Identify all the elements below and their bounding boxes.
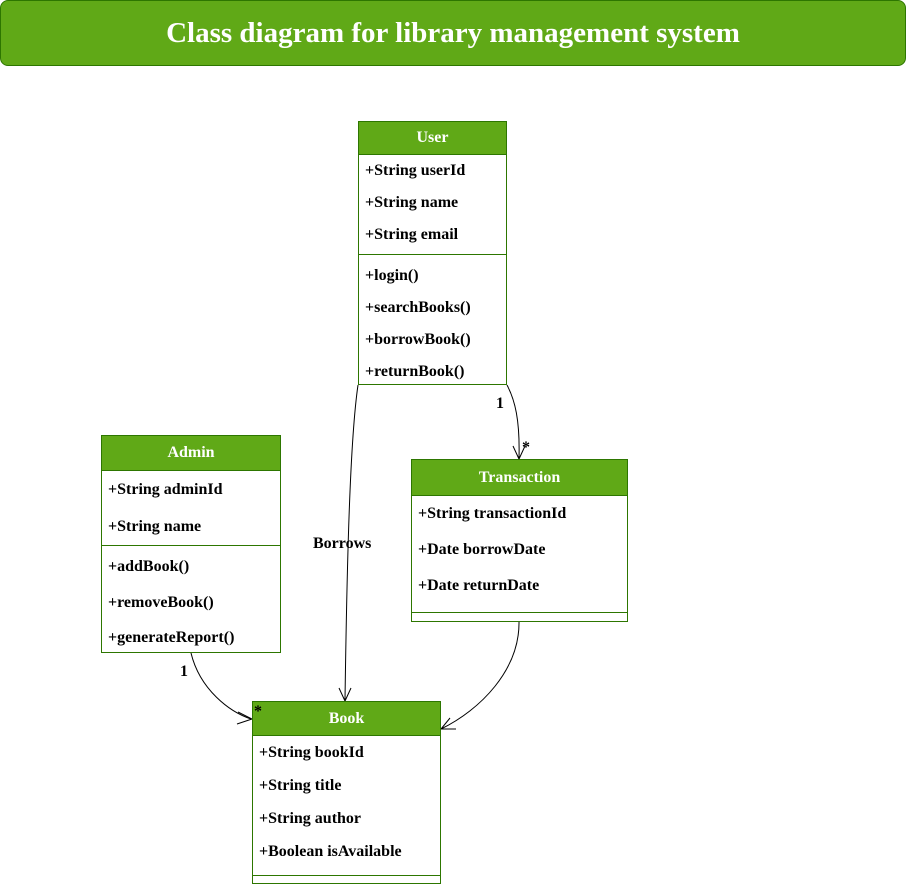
class-admin-methods: +addBook() +removeBook() +generateReport… (102, 545, 280, 655)
method-row: +removeBook() (108, 593, 214, 611)
diagram-title: Class diagram for library management sys… (166, 16, 740, 49)
method-row: +login() (365, 267, 419, 284)
class-admin[interactable]: Admin +String adminId +String name +addB… (101, 435, 281, 653)
class-transaction-methods (412, 612, 627, 621)
diagram-title-bar: Class diagram for library management sys… (0, 0, 906, 66)
method-row: +searchBooks() (365, 299, 471, 316)
multiplicity-user-transaction-source: 1 (496, 395, 504, 412)
class-book-header: Book (253, 702, 440, 736)
attribute-row: +String name (365, 194, 459, 211)
attribute-row: +Date borrowDate (418, 541, 546, 558)
arrowhead-admin-book (236, 711, 254, 725)
class-book-attributes: +String bookId +String title +String aut… (253, 736, 440, 875)
class-user[interactable]: User +String userId +String name +String… (358, 121, 507, 385)
attribute-row: +Boolean isAvailable (259, 842, 402, 860)
multiplicity-admin-book-target: * (254, 703, 262, 720)
method-row: +borrowBook() (365, 331, 471, 348)
edge-transaction-book (440, 620, 520, 730)
multiplicity-admin-book-source: 1 (180, 663, 188, 680)
multiplicity-user-transaction-target: * (522, 439, 530, 456)
class-book-methods (253, 875, 440, 883)
attribute-row: +String author (259, 809, 362, 827)
edge-label-borrows: Borrows (313, 535, 372, 552)
attribute-row: +String email (365, 226, 459, 243)
class-admin-attributes: +String adminId +String name (102, 471, 280, 545)
class-book[interactable]: Book +String bookId +String title +Strin… (252, 701, 441, 884)
class-admin-header: Admin (102, 436, 280, 471)
attribute-row: +String title (259, 776, 342, 794)
class-user-methods: +login() +searchBooks() +borrowBook() +r… (359, 254, 506, 388)
edge-admin-book (190, 652, 252, 720)
class-user-header: User (359, 122, 506, 155)
edge-user-transaction (506, 384, 520, 459)
class-transaction[interactable]: Transaction +String transactionId +Date … (411, 459, 628, 622)
method-row: +returnBook() (365, 363, 465, 380)
attribute-row: +String name (108, 517, 202, 535)
method-row: +addBook() (108, 558, 190, 575)
attribute-row: +String transactionId (418, 505, 567, 522)
attribute-row: +String adminId (108, 480, 223, 498)
class-user-attributes: +String userId +String name +String emai… (359, 155, 506, 254)
class-transaction-attributes: +String transactionId +Date borrowDate +… (412, 496, 627, 612)
arrowhead-user-book (338, 687, 352, 703)
arrowhead-transaction-book (439, 717, 456, 730)
attribute-row: +String bookId (259, 743, 364, 761)
method-row: +generateReport() (108, 628, 235, 646)
attribute-row: +String userId (365, 162, 466, 179)
class-transaction-header: Transaction (412, 460, 627, 496)
attribute-row: +Date returnDate (418, 577, 540, 594)
